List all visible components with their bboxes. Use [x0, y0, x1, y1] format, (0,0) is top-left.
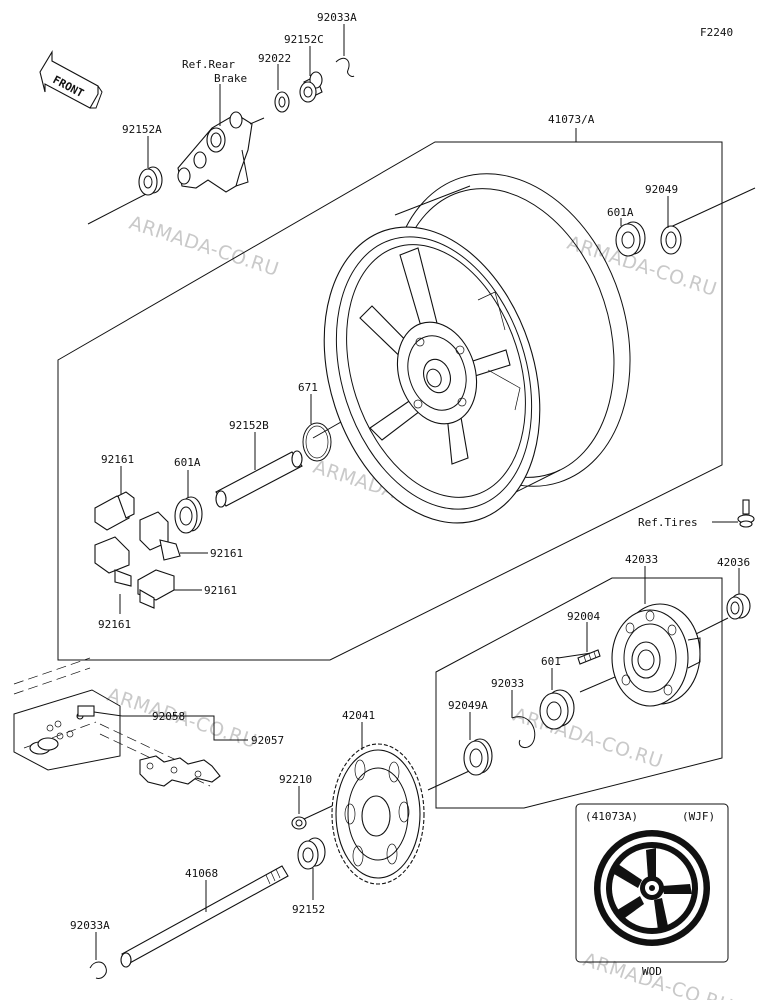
label-92033: 92033 [491, 677, 524, 690]
brake-bracket [177, 111, 265, 193]
chain-joint-frame [13, 657, 121, 771]
axis-line-right [663, 187, 756, 231]
dampers-92161 [94, 491, 181, 609]
label-92049: 92049 [645, 183, 678, 196]
circlip-92033a-top [335, 57, 355, 77]
label-92152a: 92152A [122, 123, 162, 136]
drive-chain-92057 [99, 723, 221, 787]
rear-wheel [323, 173, 631, 524]
coupling-42033 [611, 603, 701, 707]
o-ring-671 [302, 422, 332, 462]
collar-92152a [138, 166, 163, 196]
label-92152b: 92152B [229, 419, 269, 432]
nut-92210 [291, 805, 333, 830]
oil-seal-92049a [463, 738, 493, 776]
label-ref-rear-brake-1: Ref.Rear [182, 58, 235, 71]
watermark-1: ARMADA-CO.RU [126, 212, 281, 281]
collar-92152 [297, 837, 326, 870]
axle-41068 [120, 865, 289, 968]
label-92022: 92022 [258, 52, 291, 65]
label-601a-left: 601A [174, 456, 201, 469]
label-92161-c: 92161 [204, 584, 237, 597]
label-42036: 42036 [717, 556, 750, 569]
bearing-601a-left [174, 496, 203, 534]
label-ref-rear-brake-2: Brake [214, 72, 247, 85]
tire-valve [737, 499, 755, 528]
part-labels: 92033A 92152C 92022 Ref.Rear Brake 92152… [70, 11, 750, 978]
label-601: 601 [541, 655, 561, 668]
label-92210: 92210 [279, 773, 312, 786]
wheel-variant-inset [575, 803, 729, 963]
bearing-601a-right [615, 221, 646, 257]
label-92049a: 92049A [448, 699, 488, 712]
label-ref-tires: Ref.Tires [638, 516, 698, 529]
stud-92004 [577, 649, 601, 665]
label-92004: 92004 [567, 610, 600, 623]
sprocket-42041 [331, 743, 425, 885]
label-671: 671 [298, 381, 318, 394]
coupling-frame [435, 577, 723, 809]
label-92152: 92152 [292, 903, 325, 916]
leader-lines [93, 24, 740, 960]
label-42041: 42041 [342, 709, 375, 722]
label-601a-right: 601A [607, 206, 634, 219]
wheel-assembly-frame [57, 141, 723, 661]
label-92058: 92058 [152, 710, 185, 723]
label-92057: 92057 [251, 734, 284, 747]
diagram-code: F2240 [700, 26, 733, 39]
oil-seal-92049 [660, 225, 682, 255]
label-92033a-top: 92033A [317, 11, 357, 24]
inset-label-bottom: WOD [642, 965, 662, 978]
label-92161-a: 92161 [101, 453, 134, 466]
watermark-5: ARMADA-CO.RU [510, 704, 665, 773]
label-92033a-bottom: 92033A [70, 919, 110, 932]
circlip-92033a-bottom [89, 961, 107, 979]
collar-42036 [726, 593, 751, 620]
front-arrow-icon: FRONT [39, 50, 103, 109]
label-92161-b: 92161 [210, 547, 243, 560]
inset-label-right: (WJF) [682, 810, 715, 823]
label-42033: 42033 [625, 553, 658, 566]
label-41073a: 41073/A [548, 113, 595, 126]
washer-92022 [274, 91, 290, 113]
inset-label-left: (41073A) [585, 810, 638, 823]
chain-joint-92058 [29, 705, 95, 755]
label-92152c: 92152C [284, 33, 324, 46]
collar-92152c [299, 71, 323, 103]
label-41068: 41068 [185, 867, 218, 880]
circlip-92033 [511, 716, 536, 748]
axis-line-collar [691, 617, 729, 637]
axis-line-left [87, 191, 151, 225]
collar-92152b [215, 450, 303, 508]
bearing-601 [539, 689, 575, 730]
label-92161-d: 92161 [98, 618, 131, 631]
